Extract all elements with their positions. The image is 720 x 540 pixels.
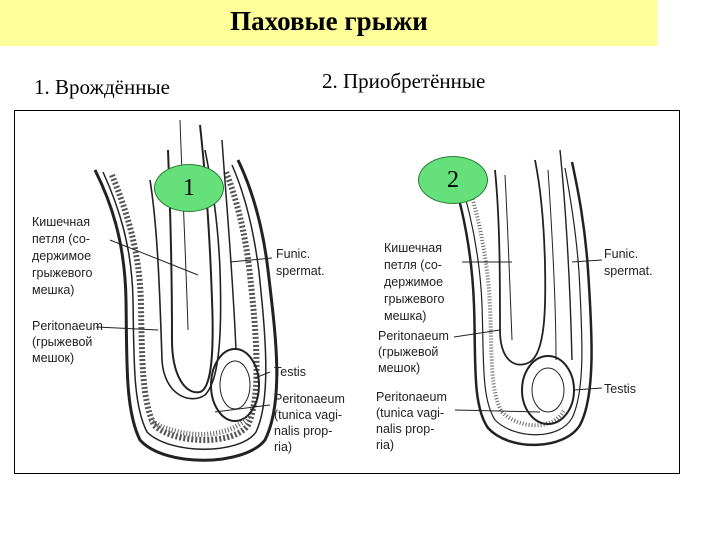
right-anatomy-drawing (448, 149, 593, 447)
left-label-loop: Кишечная петля (со- держимое грыжевого м… (32, 215, 96, 297)
left-label-vaginalis: Peritonaeum (tunica vagi- nalis prop- ri… (274, 392, 348, 454)
subtitle-acquired: 2. Приобретённые (322, 69, 486, 93)
slide-title: Паховые грыжи (230, 6, 428, 36)
left-anatomy-drawing (93, 119, 279, 462)
right-label-vaginalis: Peritonaeum (tunica vagi- nalis prop- ri… (376, 390, 450, 452)
right-label-loop: Кишечная петля (со- держимое грыжевого м… (384, 241, 448, 323)
subtitle-congenital: 1. Врождённые (34, 75, 170, 99)
right-label-funic: Funic. spermat. (604, 247, 653, 278)
right-leader-lines (453, 259, 603, 413)
right-label-testis: Testis (604, 382, 636, 396)
right-label-peritoneum: Peritonaeum (грыжевой мешок) (378, 329, 452, 375)
left-label-funic: Funic. spermat. (276, 247, 325, 278)
title-bar (0, 0, 658, 46)
left-label-peritoneum: Peritonaeum (грыжевой мешок) (32, 319, 106, 365)
marker-1: 1 (154, 164, 224, 212)
marker-2: 2 (418, 156, 488, 204)
left-label-testis: Testis (274, 365, 306, 379)
left-leader-lines (95, 239, 273, 413)
